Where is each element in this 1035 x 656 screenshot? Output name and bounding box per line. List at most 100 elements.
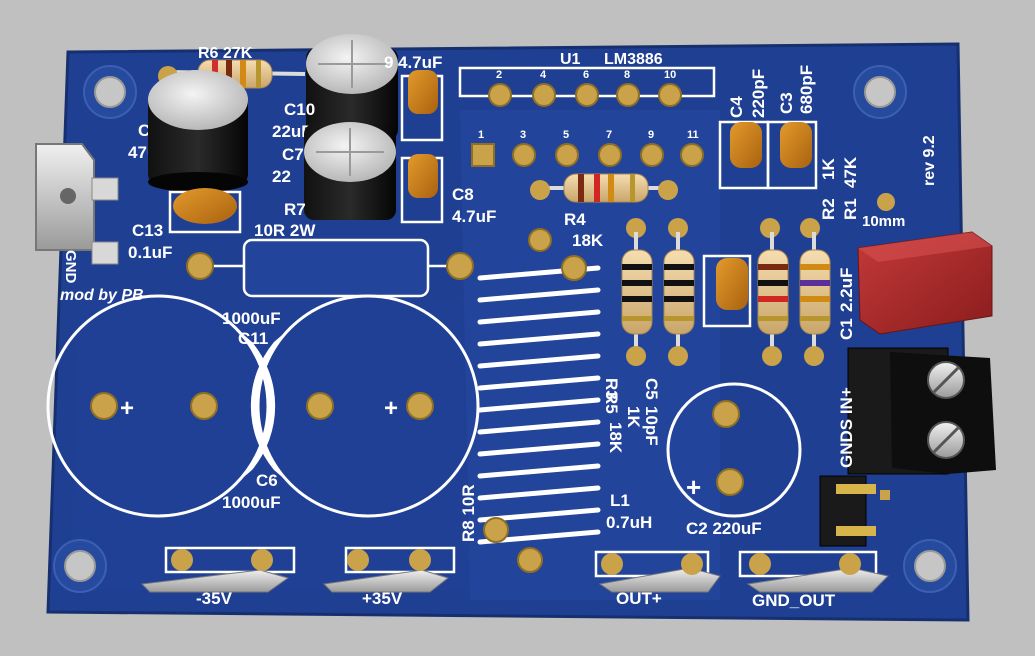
r4-value: 18K [572,231,604,250]
u1-part: LM3886 [604,51,663,68]
u1-pin-2: 2 [496,69,502,81]
u1-pin-5: 5 [563,129,569,141]
resistor-bank [621,232,831,366]
r7-ref: R7 [284,200,306,219]
c13-capacitor: C13 0.1uF [128,188,242,262]
u1-footprint: U1 LM3886 2 4 6 8 10 1 3 5 7 9 11 [458,51,716,167]
r7-resistor: R7 10R 2W [186,200,474,298]
r3-label: R3 [602,378,621,400]
c8-ref: C8 [452,185,474,204]
via-pad [517,547,543,573]
c2-capacitor-outline: + C2 220uF [666,382,802,538]
connector-out-plus: OUT+ [594,550,721,608]
mounting-holes [53,65,957,593]
plus35-label: +35V [362,589,403,608]
u1-pin-9: 9 [648,129,654,141]
mounting-hole-bottom-right [903,539,957,593]
r2-resistor-body [757,232,789,356]
c-47uf-top [148,70,248,130]
out-plus-label: OUT+ [616,589,662,608]
c-partial-ref: C [138,121,150,140]
via-pad [528,228,552,252]
r5-resistor-body [663,232,695,356]
r1-resistor-body [799,232,831,356]
c9-value: 4.7uF [398,53,442,72]
c4-value: 220pF [749,69,768,118]
c7-value: 22 [272,167,291,186]
jumper-header [819,475,890,547]
r1-ref: R1 [841,198,860,220]
r2-ref: R2 [819,198,838,220]
gnd-label: GND [62,250,79,284]
c6-capacitor-outline: + C6 1000uF [222,294,480,518]
u1-pad-1 [471,143,495,167]
c11-ref: C11 [238,329,268,348]
l1-ref: L1 [610,491,630,510]
c7-ref: C7 [282,145,304,164]
r7-value: 10R 2W [254,221,316,240]
via-pad [626,218,646,238]
u1-pin-4: 4 [540,69,547,81]
r5-value: 18K [606,422,625,454]
c4-ref: C4 [727,96,746,118]
c6-ref: C6 [256,471,278,490]
c11-value: 1000uF [222,309,281,328]
c5-value: 10pF [642,406,661,446]
u1-pad-2 [488,83,512,107]
r3-resistor-body [621,232,653,356]
c10-value: 22uF [272,122,312,141]
u1-pin-8: 8 [624,69,630,81]
l1-value: 0.7uH [606,513,652,532]
gnd-tab: GND [35,143,119,284]
mounting-hole-bottom-left [53,539,107,593]
scale-mark-label: 10mm [862,213,905,230]
l1-inductor: L1 0.7uH [477,255,652,545]
copper-pour [70,300,470,590]
u1-pad-7 [598,143,622,167]
r1-value: 47K [841,156,860,188]
c9-capacitor: 9 4.7uF [384,53,444,142]
u1-pin-6: 6 [583,69,589,81]
c8-value: 4.7uF [452,207,496,226]
u1-pad-3 [512,143,536,167]
u1-pad-8 [616,83,640,107]
revision-label: rev 9.2 [921,135,938,186]
u1-pin-10: 10 [664,69,676,81]
c3-capacitor: C3 680pF [766,65,818,190]
u1-pad-11 [680,143,704,167]
connector-plus35v: +35V [322,546,456,608]
u1-pin-3: 3 [520,129,526,141]
r4-ref: R4 [564,210,586,229]
via-pad [668,218,688,238]
connector-minus35v: -35V [140,546,296,608]
c-47uf-bottom [148,172,248,192]
c2-label: C2 220uF [686,519,762,538]
mounting-hole-top-right [853,65,907,119]
u1-pad-6 [575,83,599,107]
c4-capacitor: C4 220pF [718,69,770,190]
u1-pad-4 [532,83,556,107]
c9-ref-partial: 9 [384,53,393,72]
u1-pad-5 [555,143,579,167]
c5-label: C5 [642,378,661,400]
c3-value: 680pF [797,65,816,114]
u1-pin-11: 11 [687,129,699,141]
input-label: GNDS IN+ [837,387,856,468]
credit-label: mod by PB [60,287,144,304]
c10-capacitor [306,34,398,140]
c2-plus: + [686,472,701,502]
via-pad [760,218,780,238]
c6-value: 1000uF [222,493,281,512]
via-pad [800,218,820,238]
input-terminal-block: GNDS IN+ [837,347,996,475]
r6-label: R6 27K [198,45,253,62]
c7-capacitor [304,122,396,220]
r4-resistor: R4 18K [530,173,678,250]
u1-pad-10 [658,83,682,107]
c6-plus: + [384,395,398,422]
gnd-out-label: GND_OUT [752,591,836,610]
c11-plus: + [120,395,134,422]
r3-value: 1K [624,406,643,428]
minus35-label: -35V [196,589,233,608]
via-pad [877,193,895,211]
